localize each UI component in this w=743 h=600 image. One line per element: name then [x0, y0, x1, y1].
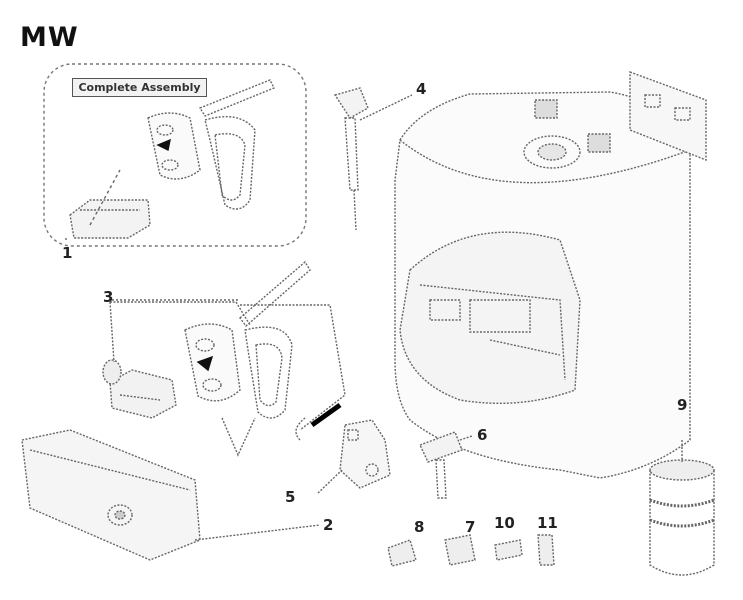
t-connector [419, 431, 473, 499]
thermostat [295, 402, 391, 494]
callout-6: 6 [477, 426, 488, 444]
heater-element-assembly [102, 260, 346, 457]
complete-assembly-inset [43, 63, 307, 247]
callout-3: 3 [103, 288, 114, 306]
callout-7: 7 [465, 518, 476, 536]
callout-5: 5 [285, 488, 296, 506]
callout-4: 4 [416, 80, 427, 98]
callout-8: 8 [414, 518, 425, 536]
callout-11: 11 [537, 514, 558, 532]
callout-2: 2 [323, 516, 334, 534]
diagram-title: MW [20, 22, 79, 53]
water-tank [394, 70, 707, 479]
fittings [387, 534, 555, 567]
expansion-tank [649, 440, 715, 576]
cover-plate [21, 429, 321, 561]
complete-assembly-label: Complete Assembly [72, 78, 207, 97]
callout-9: 9 [677, 396, 688, 414]
callout-10: 10 [494, 514, 515, 532]
pressure-valve [333, 87, 413, 231]
callout-1: 1 [62, 244, 73, 262]
